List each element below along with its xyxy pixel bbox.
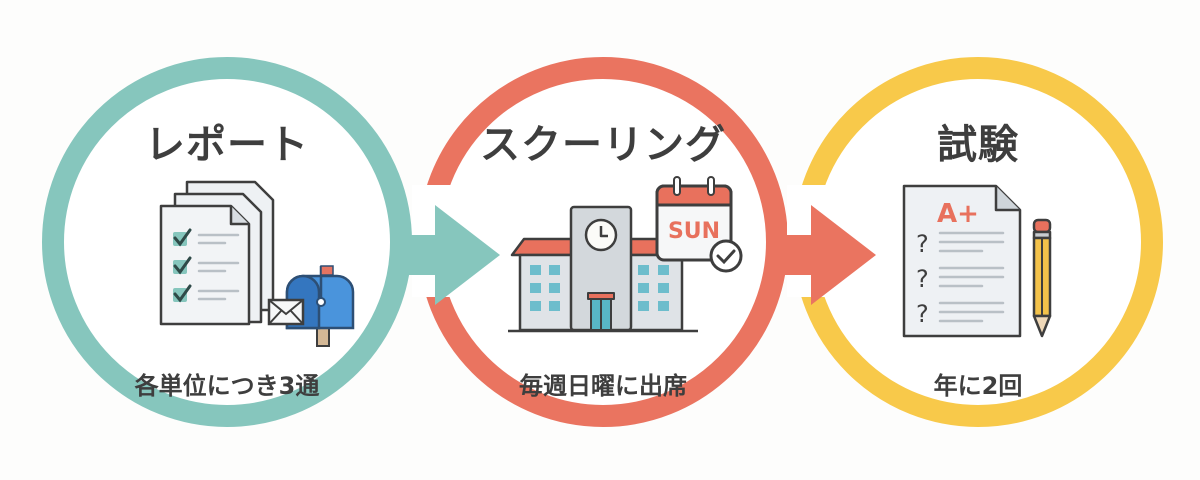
checklist-documents-icon xyxy=(159,180,355,347)
calendar-icon: SUN xyxy=(655,176,743,273)
svg-text:?: ? xyxy=(916,300,929,328)
svg-text:?: ? xyxy=(916,230,929,258)
pencil-icon xyxy=(1032,218,1052,338)
school-building-icon: SUN xyxy=(508,176,743,333)
arrow-right-icon xyxy=(776,205,876,305)
exam-description: 年に2回 xyxy=(933,372,1023,400)
report-description: 各単位につき3通 xyxy=(134,372,320,400)
arrow-right-icon xyxy=(400,205,500,305)
exam-title: 試験 xyxy=(937,122,1019,168)
svg-text:A+: A+ xyxy=(937,199,979,229)
schooling-description: 毎週日曜に出席 xyxy=(519,372,687,400)
exam-paper-icon: A+ ? ? ? xyxy=(902,184,1052,338)
svg-text:SUN: SUN xyxy=(668,219,720,244)
svg-text:?: ? xyxy=(916,265,929,293)
schooling-title: スクーリング xyxy=(480,122,726,168)
mailbox-icon xyxy=(267,265,355,347)
report-title: レポート xyxy=(145,122,309,168)
